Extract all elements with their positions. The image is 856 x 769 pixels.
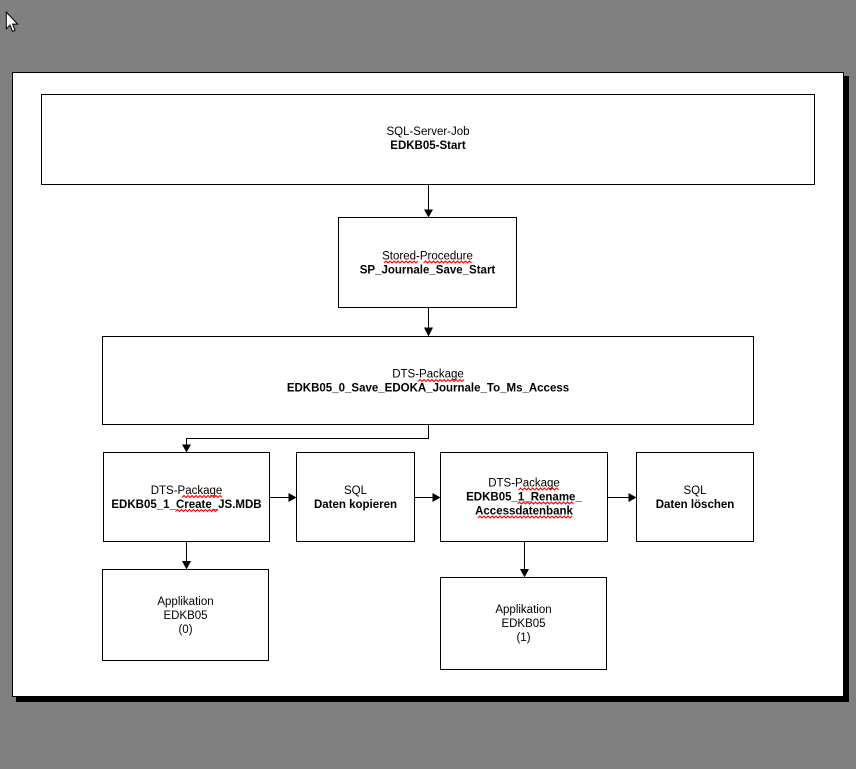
svg-text:DTS-Package: DTS-Package <box>488 478 560 490</box>
svg-text:Daten löschen: Daten löschen <box>656 499 735 511</box>
svg-text:DTS-Package: DTS-Package <box>151 485 223 497</box>
svg-text:SP_Journale_Save_Start: SP_Journale_Save_Start <box>360 265 496 277</box>
svg-text:EDKB05_1_Rename_: EDKB05_1_Rename_ <box>466 492 582 504</box>
svg-text:SQL: SQL <box>683 485 707 497</box>
svg-text:SQL-Server-Job: SQL-Server-Job <box>386 126 469 138</box>
svg-text:EDKB05-Start: EDKB05-Start <box>390 140 466 152</box>
svg-text:Applikation: Applikation <box>495 604 551 616</box>
svg-text:Daten kopieren: Daten kopieren <box>314 499 397 511</box>
svg-text:Stored-Procedure: Stored-Procedure <box>382 251 473 263</box>
svg-text:(0): (0) <box>178 624 192 636</box>
svg-text:SQL: SQL <box>344 485 368 497</box>
svg-text:Applikation: Applikation <box>157 596 213 608</box>
svg-text:EDKB05: EDKB05 <box>163 610 207 622</box>
svg-text:DTS-Package: DTS-Package <box>392 369 464 381</box>
svg-text:EDKB05: EDKB05 <box>501 618 545 630</box>
svg-text:EDKB05_0_Save_EDOKA_Journale_T: EDKB05_0_Save_EDOKA_Journale_To_Ms_Acces… <box>287 383 569 395</box>
svg-text:EDKB05_1_Create_JS.MDB: EDKB05_1_Create_JS.MDB <box>111 499 261 511</box>
svg-text:(1): (1) <box>516 632 530 644</box>
svg-text:Accessdatenbank: Accessdatenbank <box>475 506 573 518</box>
